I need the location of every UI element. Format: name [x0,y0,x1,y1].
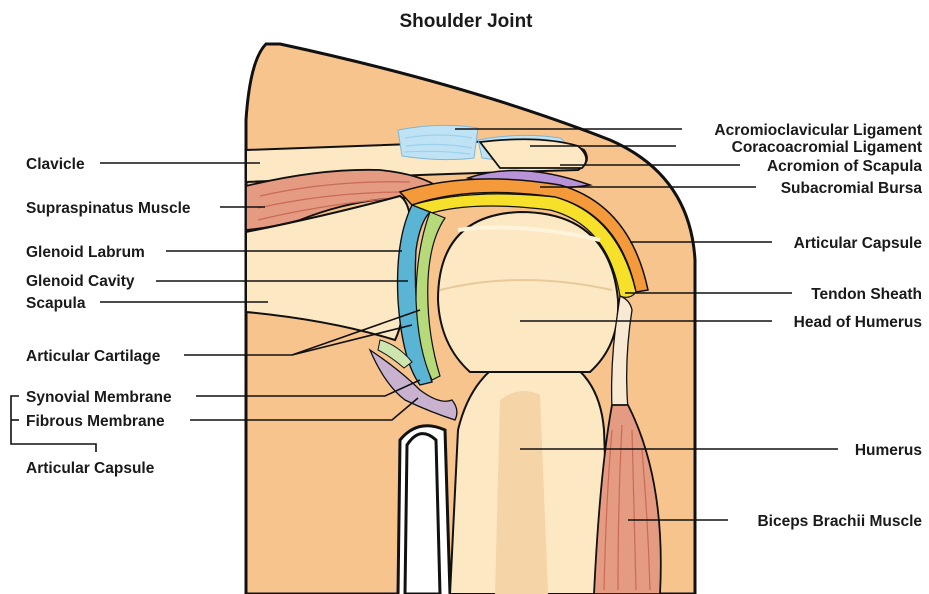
label-subacromial-bursa: Subacromial Bursa [781,180,923,197]
label-clavicle: Clavicle [26,156,85,173]
label-articular-cartilage: Articular Cartilage [26,348,161,365]
label-glenoid-cavity: Glenoid Cavity [26,273,135,290]
humerus-marrow [495,391,548,594]
label-acromion-of-scapula: Acromion of Scapula [767,158,922,175]
label-humerus: Humerus [855,442,922,459]
humerus-head [438,212,618,372]
label-articular-capsule-right: Articular Capsule [794,235,923,252]
label-acromioclavicular-ligament: Acromioclavicular Ligament [714,122,922,139]
label-synovial-membrane: Synovial Membrane [26,389,172,406]
acromioclavicular-ligament [398,125,478,159]
armpit-gap [405,434,440,594]
label-articular-capsule-left: Articular Capsule [26,460,155,477]
label-biceps-brachii-muscle: Biceps Brachii Muscle [757,513,922,530]
label-supraspinatus-muscle: Supraspinatus Muscle [26,200,191,217]
label-fibrous-membrane: Fibrous Membrane [26,413,165,430]
label-scapula: Scapula [26,295,86,312]
label-tendon-sheath: Tendon Sheath [811,286,922,303]
label-coracoacromial-ligament: Coracoacromial Ligament [732,139,922,156]
label-head-of-humerus: Head of Humerus [794,314,922,331]
label-glenoid-labrum: Glenoid Labrum [26,244,145,261]
diagram-title: Shoulder Joint [400,11,534,32]
acromion [480,139,586,168]
